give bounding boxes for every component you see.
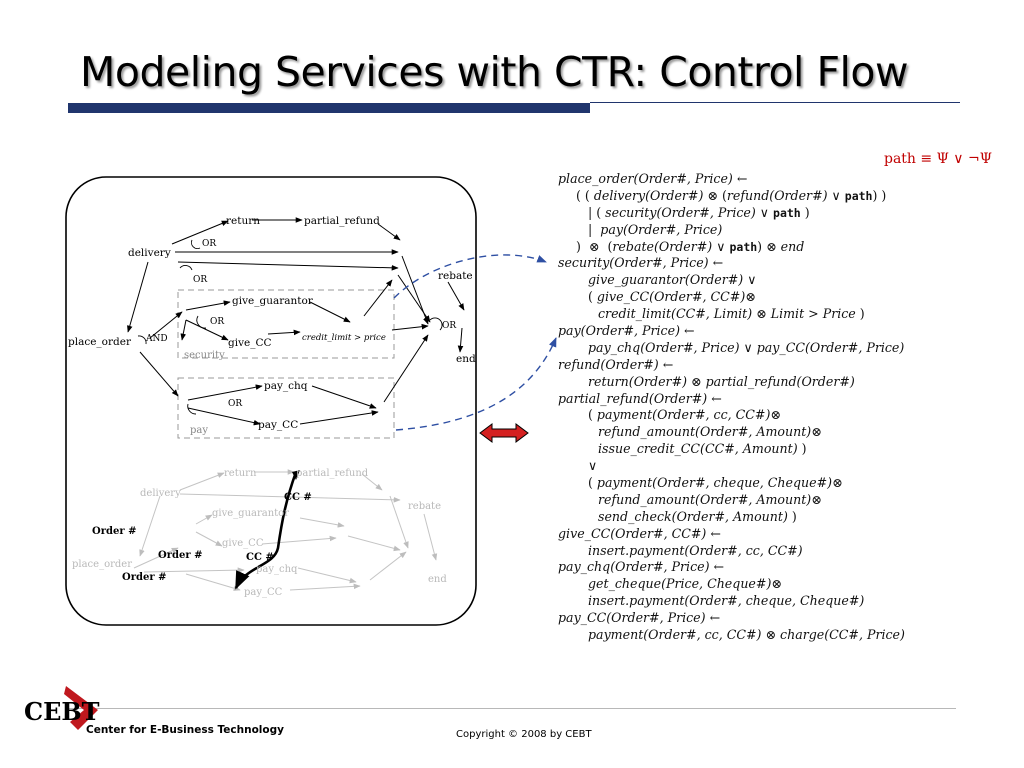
node-return: return [226,215,260,227]
cc-dataflow-head [292,470,300,480]
title-underline-rule [590,102,960,103]
or-arcs [137,239,443,415]
faded-node-give-guarantor: give_guarantor [212,508,289,519]
diagram-frame [65,176,477,626]
footer-copyright: Copyright © 2008 by CEBT [456,729,592,740]
ctr-formula: place_order(Order#, Price) ← ( ( deliver… [558,171,905,643]
node-pay-chq: pay_chq [264,380,308,392]
node-pay-cc: pay_CC [258,419,298,431]
faded-node-end: end [428,574,447,585]
path-definition: path ≡ Ψ ∨ ¬Ψ [884,151,993,167]
label-order-2: Order # [158,550,202,561]
faded-node-delivery: delivery [140,488,181,499]
top-diagram-edges [127,217,465,426]
faded-node-pay-chq: pay_chq [256,564,298,575]
node-place-order: place_order [68,336,132,348]
label-order-1: Order # [92,526,136,537]
label-cc-2: CC # [246,552,274,563]
label-or-2: OR [193,275,207,285]
label-or-4: OR [442,321,456,331]
dashed-links [393,254,557,431]
label-pay: pay [190,425,208,436]
cc-dataflow-curve [234,471,298,590]
faded-node-give-cc: give_CC [222,538,264,549]
label-or-3: OR [210,317,224,327]
faded-node-partial-refund: partial_refund [296,468,369,479]
footer-org: Center for E-Business Technology [86,724,284,736]
label-credit-limit: credit_limit > price [302,333,386,343]
node-rebate: rebate [438,270,473,282]
faded-node-rebate: rebate [408,501,441,512]
double-arrow-icon [479,423,529,443]
label-cc-1: CC # [284,492,312,503]
faded-node-pay-cc: pay_CC [244,587,283,598]
pay-box [177,377,395,439]
label-and: AND [145,334,168,344]
bottom-diagram-edges [133,469,438,591]
svg-text:CEBT: CEBT [24,697,100,726]
security-box [177,289,395,359]
slide-title: Modeling Services with CTR: Control Flow [80,48,909,96]
cebt-logo: CEBT [24,686,100,730]
title-underline-bar [68,103,590,113]
label-order-3: Order # [122,572,166,583]
faded-node-return: return [224,468,257,479]
node-give-guarantor: give_guarantor [232,295,314,307]
node-end: end [456,353,476,365]
label-security: security [184,350,225,361]
node-give-cc: give_CC [228,337,272,349]
label-or-1: OR [202,239,216,249]
node-partial-refund: partial_refund [304,215,380,227]
footer-rule [68,708,956,709]
node-delivery: delivery [128,247,171,259]
faded-node-place-order: place_order [72,559,132,570]
label-or-5: OR [228,399,242,409]
